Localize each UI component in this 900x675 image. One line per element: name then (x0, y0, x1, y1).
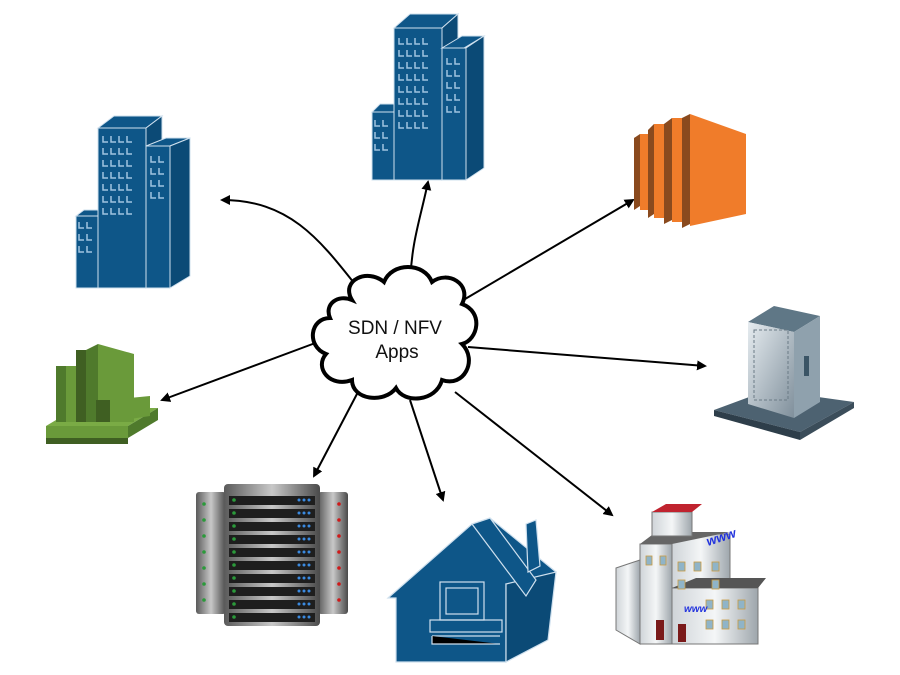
cloud-label-line2: Apps (375, 342, 418, 363)
arrow-to-server-rack (313, 391, 359, 478)
corporate-building-icon (714, 306, 854, 440)
cloud-icon: SDN / NFV Apps (310, 265, 479, 401)
office-towers-top-icon (370, 12, 486, 181)
arrow-to-monitoring-stack (160, 341, 319, 402)
arrow-to-corporate-building (467, 346, 707, 371)
cloud-label-line1: SDN / NFV (348, 318, 442, 339)
office-towers-left-icon (74, 115, 191, 289)
green-blocks-icon (46, 344, 158, 444)
web-building-icon: www www (615, 504, 766, 645)
server-rack-icon (196, 484, 348, 626)
arrow-to-office-towers-left (220, 195, 359, 289)
compute-instances-icon (634, 114, 746, 228)
house-computer-icon (386, 517, 558, 663)
arrow-to-web-building (454, 391, 614, 517)
web-label-bottom: www (684, 604, 709, 615)
arrow-to-home-computer (409, 399, 446, 502)
arrow-to-compute-instances (459, 198, 635, 303)
